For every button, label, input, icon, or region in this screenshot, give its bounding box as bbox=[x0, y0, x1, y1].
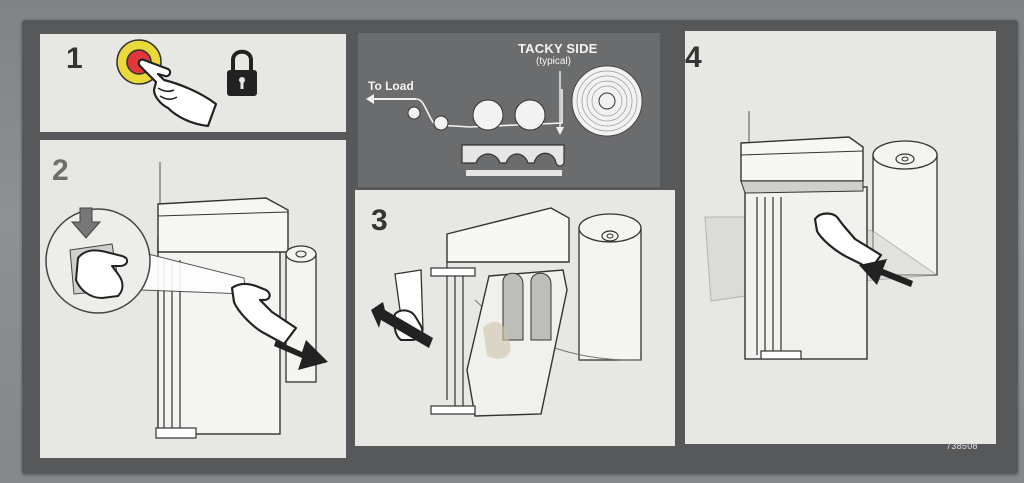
part-number: 738508 bbox=[946, 441, 978, 451]
step-3-illustration bbox=[371, 207, 642, 417]
step-2-illustration bbox=[45, 162, 328, 439]
pull-arrow-icon bbox=[274, 340, 328, 370]
hand-pull-icon bbox=[230, 282, 298, 346]
padlock-icon bbox=[227, 49, 257, 96]
threading-diagram-panel: TACKY SIDE (typical) To Load bbox=[358, 33, 660, 187]
step-1-panel: 1 bbox=[40, 34, 346, 132]
hand-push-icon bbox=[813, 212, 883, 271]
spiral-roll-icon bbox=[571, 65, 643, 137]
step-4-number: 4 bbox=[685, 41, 702, 74]
step-4-illustration bbox=[704, 111, 939, 360]
hand-pointer-icon bbox=[137, 58, 218, 128]
down-arrow-icon bbox=[70, 207, 102, 239]
hand-icon bbox=[75, 249, 128, 299]
step-1-illustration bbox=[116, 39, 257, 128]
threading-diagram bbox=[366, 65, 643, 176]
tacky-side-label: TACKY SIDE bbox=[518, 41, 598, 56]
step-3-panel: 3 bbox=[355, 190, 675, 446]
step-1-number: 1 bbox=[66, 42, 83, 75]
typical-label: (typical) bbox=[536, 56, 572, 67]
left-arrow-icon bbox=[366, 94, 416, 104]
step-3-number: 3 bbox=[371, 204, 388, 237]
push-arrow-icon bbox=[859, 259, 913, 287]
roll-icon bbox=[578, 213, 642, 361]
step-2-number: 2 bbox=[52, 154, 69, 187]
step-4-panel: 4 bbox=[685, 31, 996, 444]
unit-lid bbox=[157, 197, 289, 253]
step-2-panel: 2 bbox=[40, 140, 346, 458]
to-load-label: To Load bbox=[368, 79, 414, 93]
pull-arrow-icon bbox=[371, 302, 433, 348]
